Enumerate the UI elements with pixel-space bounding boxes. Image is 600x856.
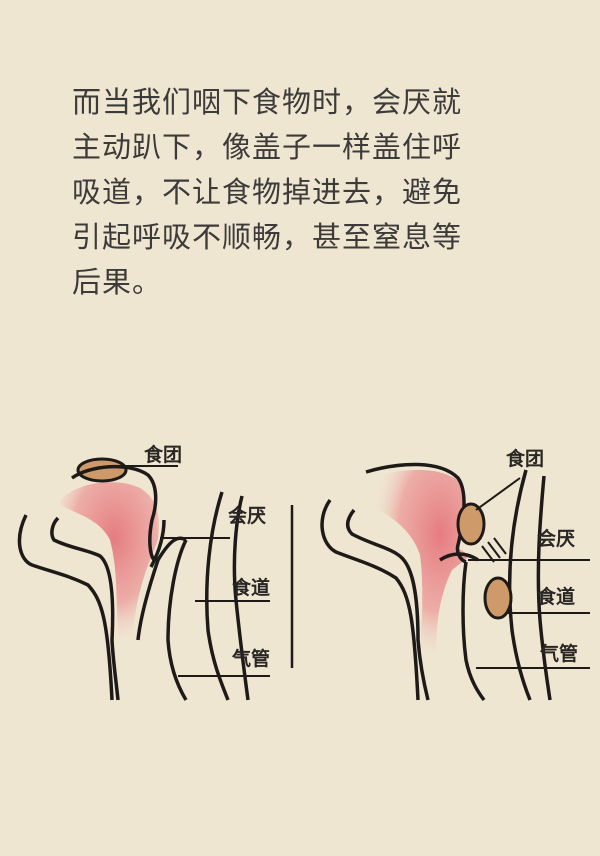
right-motion-line-3 [493, 537, 507, 555]
left-epiglottis [149, 519, 166, 568]
right-esophagus-wall [461, 561, 486, 702]
left-label-epiglottis: 会厌 [228, 504, 266, 527]
right-diagram: 食团 会厌 食道 气管 [320, 447, 590, 702]
right-motion-line-2 [487, 541, 501, 559]
right-food-bolus-lower [483, 576, 513, 620]
right-bolus-leader [475, 477, 521, 511]
right-label-esophagus: 食道 [537, 585, 575, 608]
paragraph-line-5: 后果。 [72, 265, 163, 299]
paragraph-line-3: 吸道，不让食物掉进去，避免 [72, 175, 463, 209]
left-back-wall [205, 491, 230, 701]
right-tongue-outline [346, 508, 430, 701]
paragraph-line-4: 引起呼吸不顺畅，甚至窒息等 [72, 220, 463, 254]
left-label-trachea: 气管 [231, 647, 270, 670]
left-tongue-outline [50, 516, 120, 701]
left-food-bolus [76, 457, 128, 483]
paragraph-line-2: 主动趴下，像盖子一样盖住呼 [72, 130, 463, 164]
right-jaw-outline [320, 498, 420, 701]
right-label-food-bolus: 食团 [506, 447, 544, 470]
left-label-esophagus: 食道 [232, 576, 270, 599]
paragraph-line-1: 而当我们咽下食物时，会厌就 [72, 85, 463, 119]
right-label-epiglottis: 会厌 [537, 527, 575, 550]
right-label-trachea: 气管 [539, 642, 578, 665]
left-label-food-bolus: 食团 [144, 443, 182, 466]
right-back-wall [507, 469, 532, 701]
right-throat-pink [370, 469, 470, 655]
right-right-wall [536, 475, 552, 701]
left-throat-pink [60, 482, 159, 640]
left-diagram: 食团 会厌 食道 气管 [17, 443, 294, 701]
left-jaw-outline [17, 514, 114, 701]
left-mouth-outline [70, 464, 158, 562]
swallowing-diagram: 食团 会厌 食道 气管 食团 会厌 食道 气管 [17, 443, 590, 702]
right-food-bolus-upper [456, 502, 486, 546]
left-trachea-front [166, 539, 188, 701]
right-mouth-outline [365, 462, 467, 564]
description-paragraph: 而当我们咽下食物时，会厌就 主动趴下，像盖子一样盖住呼 吸道，不让食物掉进去，避… [72, 80, 542, 305]
